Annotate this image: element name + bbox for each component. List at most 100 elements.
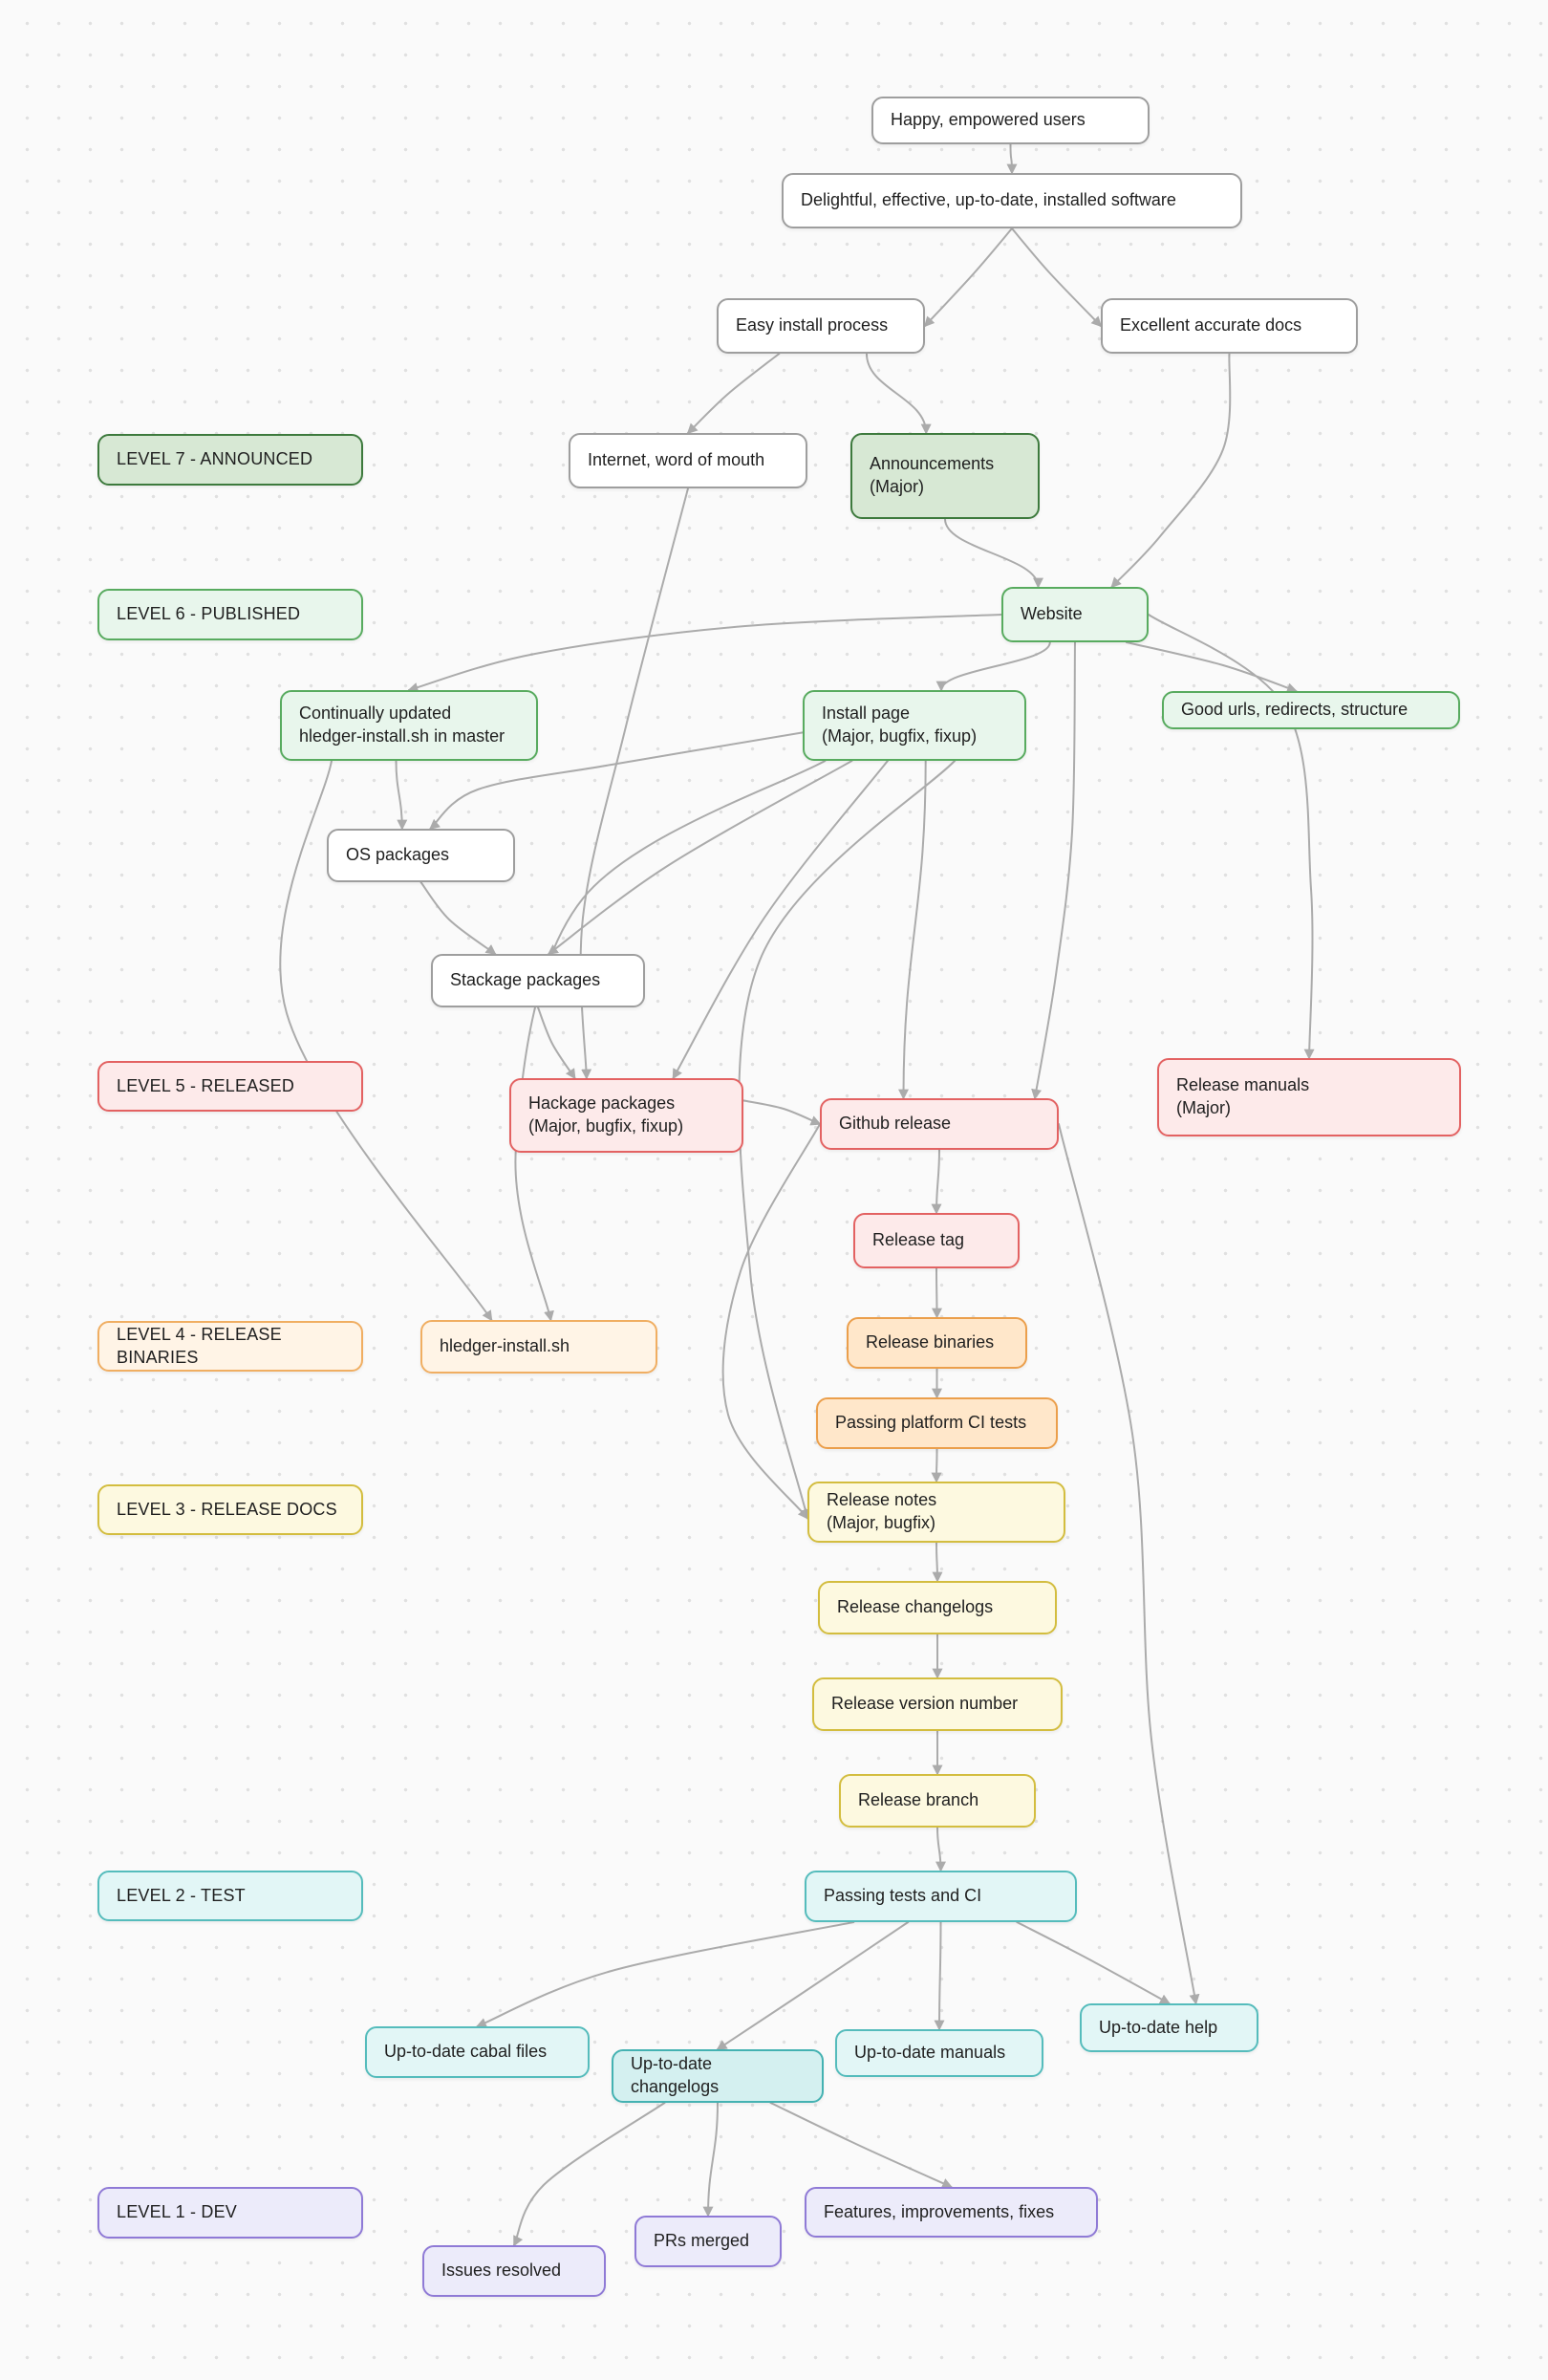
edge-github-release-to-release-notes (721, 1123, 821, 1520)
level-level-5-label: LEVEL 5 - RELEASED (117, 1075, 295, 1095)
node-release-branch[interactable]: Release branch (839, 1774, 1036, 1828)
edge-release-tag-to-release-binaries (931, 1267, 942, 1319)
edge-website-to-continually-updated (407, 614, 1002, 693)
edge-github-release-to-release-tag (931, 1149, 942, 1215)
edge-hackage-to-github-release (742, 1099, 822, 1126)
edge-install-page-to-stackage (547, 760, 853, 955)
node-happy[interactable]: Happy, empowered users (871, 97, 1150, 144)
node-release-tag[interactable]: Release tag (853, 1213, 1020, 1268)
node-release-binaries[interactable]: Release binaries (847, 1317, 1027, 1369)
level-level-7[interactable]: LEVEL 7 - ANNOUNCED (97, 434, 363, 486)
node-easy-install[interactable]: Easy install process (717, 298, 925, 354)
node-website[interactable]: Website (1001, 587, 1149, 642)
node-hackage-label: Hackage packages (Major, bugfix, fixup) (528, 1093, 684, 1136)
edge-os-packages-to-stackage (419, 881, 497, 955)
edge-platform-ci-to-release-notes (931, 1448, 942, 1483)
edge-utd-changelogs-to-prs-merged (702, 2102, 719, 2218)
node-release-binaries-label: Release binaries (866, 1332, 995, 1352)
level-level-3-label: LEVEL 3 - RELEASE DOCS (117, 1499, 337, 1519)
node-continually-updated[interactable]: Continually updated hledger-install.sh i… (280, 690, 538, 761)
edge-announcements-to-website (944, 518, 1043, 589)
node-happy-label: Happy, empowered users (891, 110, 1086, 130)
node-website-label: Website (1021, 604, 1083, 624)
node-hackage[interactable]: Hackage packages (Major, bugfix, fixup) (509, 1078, 743, 1153)
node-prs-merged[interactable]: PRs merged (634, 2216, 782, 2267)
node-os-packages[interactable]: OS packages (327, 829, 515, 882)
node-github-release-label: Github release (839, 1114, 952, 1134)
node-hledger-install-label: hledger-install.sh (440, 1336, 570, 1356)
node-announcements[interactable]: Announcements (Major) (850, 433, 1040, 519)
edge-passing-tests-to-utd-help (1016, 1921, 1171, 2004)
node-utd-help[interactable]: Up-to-date help (1080, 2003, 1258, 2052)
node-utd-changelogs-label: Up-to-date changelogs (631, 2054, 720, 2096)
level-level-4[interactable]: LEVEL 4 - RELEASE BINARIES (97, 1321, 363, 1372)
level-level-7-label: LEVEL 7 - ANNOUNCED (117, 449, 313, 469)
node-delightful-label: Delightful, effective, up-to-date, insta… (801, 190, 1176, 210)
node-issues-resolved-label: Issues resolved (441, 2261, 562, 2281)
level-level-6-label: LEVEL 6 - PUBLISHED (117, 604, 301, 624)
node-release-changelogs[interactable]: Release changelogs (818, 1581, 1057, 1634)
node-easy-install-label: Easy install process (736, 315, 889, 335)
edge-install-page-to-hackage (672, 760, 889, 1080)
level-level-3[interactable]: LEVEL 3 - RELEASE DOCS (97, 1484, 363, 1535)
node-internet-wom[interactable]: Internet, word of mouth (569, 433, 807, 488)
edge-delightful-to-excellent-docs (1011, 227, 1103, 328)
edge-website-to-github-release (1031, 641, 1076, 1100)
node-passing-tests[interactable]: Passing tests and CI (805, 1871, 1077, 1922)
node-utd-help-label: Up-to-date help (1099, 2017, 1218, 2037)
edge-passing-tests-to-utd-manuals (934, 1921, 945, 2031)
level-level-1-label: LEVEL 1 - DEV (117, 2202, 237, 2222)
node-features[interactable]: Features, improvements, fixes (805, 2187, 1098, 2238)
node-github-release[interactable]: Github release (820, 1098, 1059, 1150)
edge-happy-to-delightful (1006, 143, 1018, 175)
node-hledger-install[interactable]: hledger-install.sh (420, 1320, 657, 1374)
edge-github-release-to-utd-help (1058, 1123, 1200, 2005)
node-delightful[interactable]: Delightful, effective, up-to-date, insta… (782, 173, 1242, 228)
edge-easy-install-to-internet-wom (686, 353, 781, 435)
node-install-page[interactable]: Install page (Major, bugfix, fixup) (803, 690, 1026, 761)
node-release-notes[interactable]: Release notes (Major, bugfix) (807, 1482, 1065, 1543)
edge-utd-changelogs-to-features (769, 2102, 954, 2189)
node-utd-manuals[interactable]: Up-to-date manuals (835, 2029, 1043, 2077)
edge-website-to-good-urls (1125, 641, 1298, 694)
node-features-label: Features, improvements, fixes (824, 2201, 1055, 2221)
node-cabal-files-label: Up-to-date cabal files (384, 2042, 548, 2062)
edge-continually-updated-to-os-packages (395, 760, 408, 831)
node-good-urls[interactable]: Good urls, redirects, structure (1162, 691, 1460, 729)
node-release-version-label: Release version number (831, 1694, 1019, 1714)
node-release-manuals[interactable]: Release manuals (Major) (1157, 1058, 1461, 1136)
node-stackage[interactable]: Stackage packages (431, 954, 645, 1007)
node-release-branch-label: Release branch (858, 1790, 979, 1810)
edge-website-to-install-page (935, 641, 1051, 692)
node-platform-ci[interactable]: Passing platform CI tests (816, 1397, 1058, 1449)
node-issues-resolved[interactable]: Issues resolved (422, 2245, 606, 2297)
node-cabal-files[interactable]: Up-to-date cabal files (365, 2026, 590, 2078)
level-level-5[interactable]: LEVEL 5 - RELEASED (97, 1061, 363, 1112)
node-utd-changelogs[interactable]: Up-to-date changelogs (612, 2049, 824, 2103)
level-level-2-label: LEVEL 2 - TEST (117, 1885, 246, 1905)
edge-release-branch-to-passing-tests (935, 1827, 946, 1872)
level-level-6[interactable]: LEVEL 6 - PUBLISHED (97, 589, 363, 640)
node-excellent-docs[interactable]: Excellent accurate docs (1101, 298, 1358, 354)
node-platform-ci-label: Passing platform CI tests (835, 1413, 1027, 1433)
node-release-version[interactable]: Release version number (812, 1677, 1063, 1731)
node-release-changelogs-label: Release changelogs (837, 1597, 994, 1617)
edge-release-notes-to-release-changelogs (932, 1542, 943, 1583)
node-release-tag-label: Release tag (872, 1230, 965, 1250)
node-excellent-docs-label: Excellent accurate docs (1120, 315, 1302, 335)
level-level-1[interactable]: LEVEL 1 - DEV (97, 2187, 363, 2239)
node-stackage-label: Stackage packages (450, 970, 601, 990)
edge-install-page-to-github-release (898, 760, 927, 1100)
node-internet-wom-label: Internet, word of mouth (588, 450, 765, 470)
edge-excellent-docs-to-website (1110, 353, 1232, 589)
node-release-manuals-label: Release manuals (Major) (1176, 1075, 1310, 1117)
node-install-page-label: Install page (Major, bugfix, fixup) (822, 703, 978, 746)
node-release-notes-label: Release notes (Major, bugfix) (827, 1490, 937, 1532)
level-level-2[interactable]: LEVEL 2 - TEST (97, 1871, 363, 1921)
edge-stackage-to-hackage (537, 1006, 576, 1080)
node-passing-tests-label: Passing tests and CI (824, 1886, 982, 1906)
edge-delightful-to-easy-install (923, 227, 1013, 328)
edge-easy-install-to-announcements (865, 353, 932, 435)
